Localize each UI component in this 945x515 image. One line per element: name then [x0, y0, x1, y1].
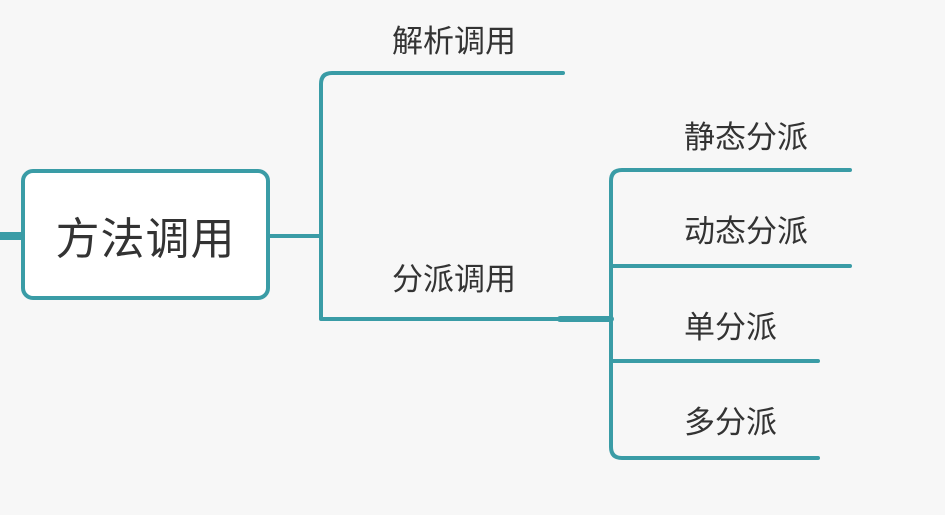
child-label-multiple-dispatch[interactable]: 多分派	[684, 405, 777, 441]
level1-spine	[319, 71, 565, 321]
child-label-dynamic-dispatch[interactable]: 动态分派	[684, 214, 808, 250]
child-label-single-dispatch[interactable]: 单分派	[684, 310, 777, 346]
branch-label-dispatch-call[interactable]: 分派调用	[392, 262, 516, 298]
level2-spine	[609, 168, 852, 460]
branch-label-parse-call[interactable]: 解析调用	[392, 24, 516, 60]
root-node-label: 方法调用	[55, 213, 236, 265]
child-label-static-dispatch[interactable]: 静态分派	[684, 120, 808, 156]
root-node[interactable]: 方法调用	[21, 169, 270, 300]
